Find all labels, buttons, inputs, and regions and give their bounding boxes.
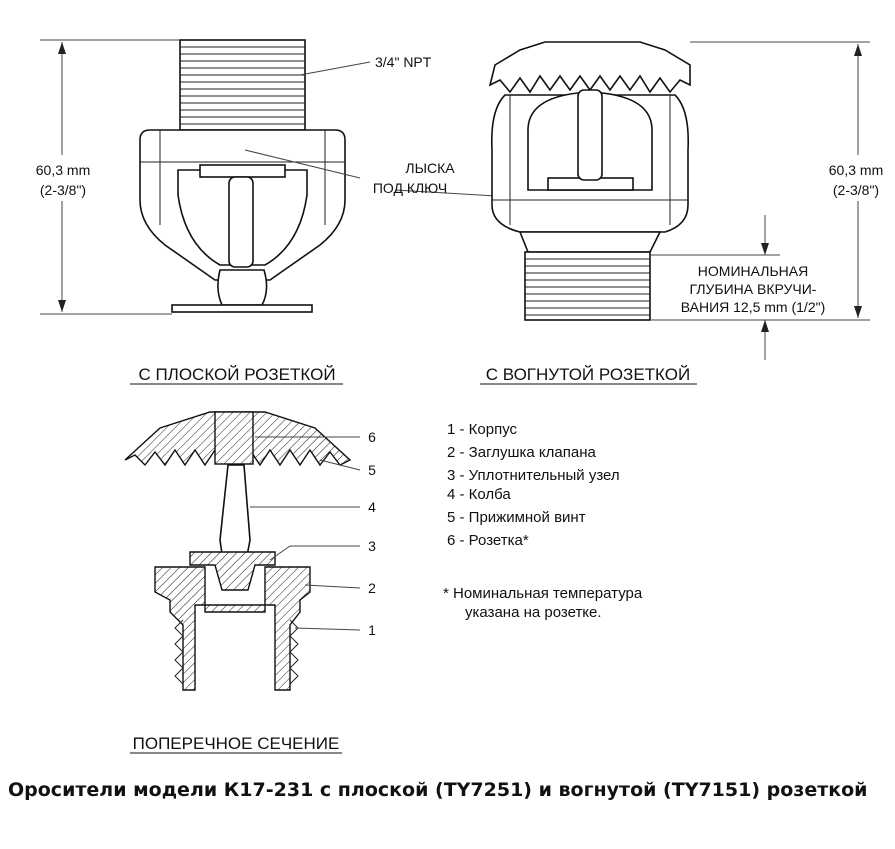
caption-flat: С ПЛОСКОЙ РОЗЕТКОЙ: [138, 365, 335, 384]
thread-depth-label-3: ВАНИЯ 12,5 mm (1/2"): [681, 299, 826, 315]
note-line-2: указана на розетке.: [465, 604, 602, 621]
cross-section-drawing: [124, 411, 352, 691]
figure-title: Оросители модели К17-231 с плоской (TY72…: [8, 779, 868, 801]
callout-4: 4: [368, 499, 376, 515]
concave-deflector-sprinkler: [488, 41, 691, 321]
left-height-in: (2-3/8"): [40, 182, 86, 198]
legend-item-2: 2 - Заглушка клапана: [447, 444, 596, 461]
legend-item-5: 5 - Прижимной винт: [447, 509, 586, 526]
note-line-1: * Номинальная температура: [443, 585, 643, 602]
callout-2: 2: [368, 580, 376, 596]
legend-item-4: 4 - Колба: [447, 486, 511, 503]
thread-depth-label-1: НОМИНАЛЬНАЯ: [698, 263, 808, 279]
wrench-flat-label-2: ПОД КЛЮЧ: [373, 180, 447, 196]
callout-1: 1: [368, 622, 376, 638]
npt-label: 3/4" NPT: [375, 54, 432, 70]
legend-item-1: 1 - Корпус: [447, 421, 518, 438]
right-height-in: (2-3/8"): [833, 182, 879, 198]
caption-section: ПОПЕРЕЧНОЕ СЕЧЕНИЕ: [133, 734, 340, 753]
legend-item-3: 3 - Уплотнительный узел: [447, 467, 620, 484]
left-height-mm: 60,3 mm: [36, 162, 90, 178]
wrench-flat-label-1: ЛЫСКА: [405, 160, 455, 176]
parts-legend: 1 - Корпус 2 - Заглушка клапана 3 - Упло…: [443, 421, 643, 621]
callout-3: 3: [368, 538, 376, 554]
right-height-dimension: 60,3 mm (2-3/8"): [650, 41, 895, 321]
flat-deflector-sprinkler: [139, 39, 346, 313]
thread-depth-label-2: ГЛУБИНА ВКРУЧИ-: [690, 281, 817, 297]
left-height-dimension: 60,3 mm (2-3/8"): [22, 39, 180, 315]
callout-6: 6: [368, 429, 376, 445]
callout-5: 5: [368, 462, 376, 478]
legend-item-6: 6 - Розетка*: [447, 532, 529, 549]
thread-depth-dimension: НОМИНАЛЬНАЯ ГЛУБИНА ВКРУЧИ- ВАНИЯ 12,5 m…: [650, 215, 825, 360]
sprinkler-drawing: 60,3 mm (2-3/8") 3/4" NPT ЛЫСКА ПОД КЛЮЧ: [22, 39, 895, 754]
caption-concave: С ВОГНУТОЙ РОЗЕТКОЙ: [486, 365, 690, 384]
right-height-mm: 60,3 mm: [829, 162, 883, 178]
callout-leaders: [250, 436, 361, 631]
